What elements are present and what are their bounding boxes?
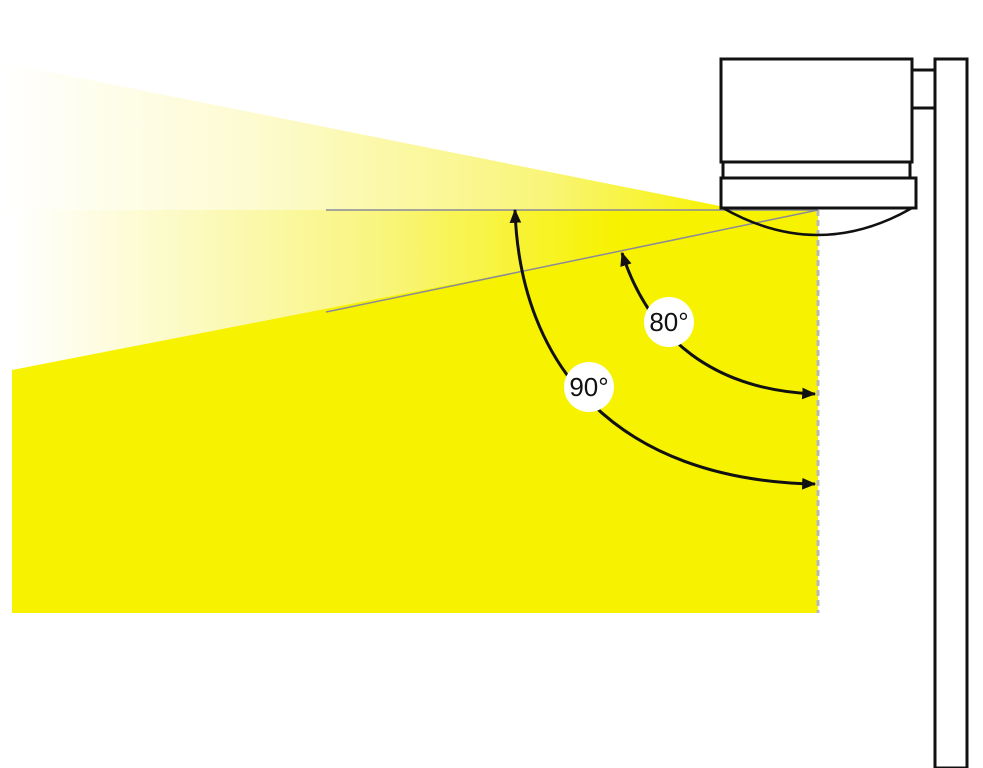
angle-badge-90: 90° — [564, 362, 614, 412]
angle-label-90: 90° — [569, 372, 608, 402]
fixture-lens-frame — [719, 176, 918, 210]
beam-spill-upper — [0, 62, 725, 210]
angle-badge-80: 80° — [644, 297, 694, 347]
mounting-pole — [933, 57, 969, 768]
arc-arrow-80 — [620, 251, 817, 400]
fixture-band — [721, 160, 912, 180]
mounting-bracket — [910, 68, 937, 110]
angle-label-80: 80° — [649, 307, 688, 337]
badge-circle-80 — [644, 297, 694, 347]
fixture-body — [719, 57, 914, 164]
floodlight-fixture — [719, 57, 918, 237]
badge-circle-90 — [564, 362, 614, 412]
